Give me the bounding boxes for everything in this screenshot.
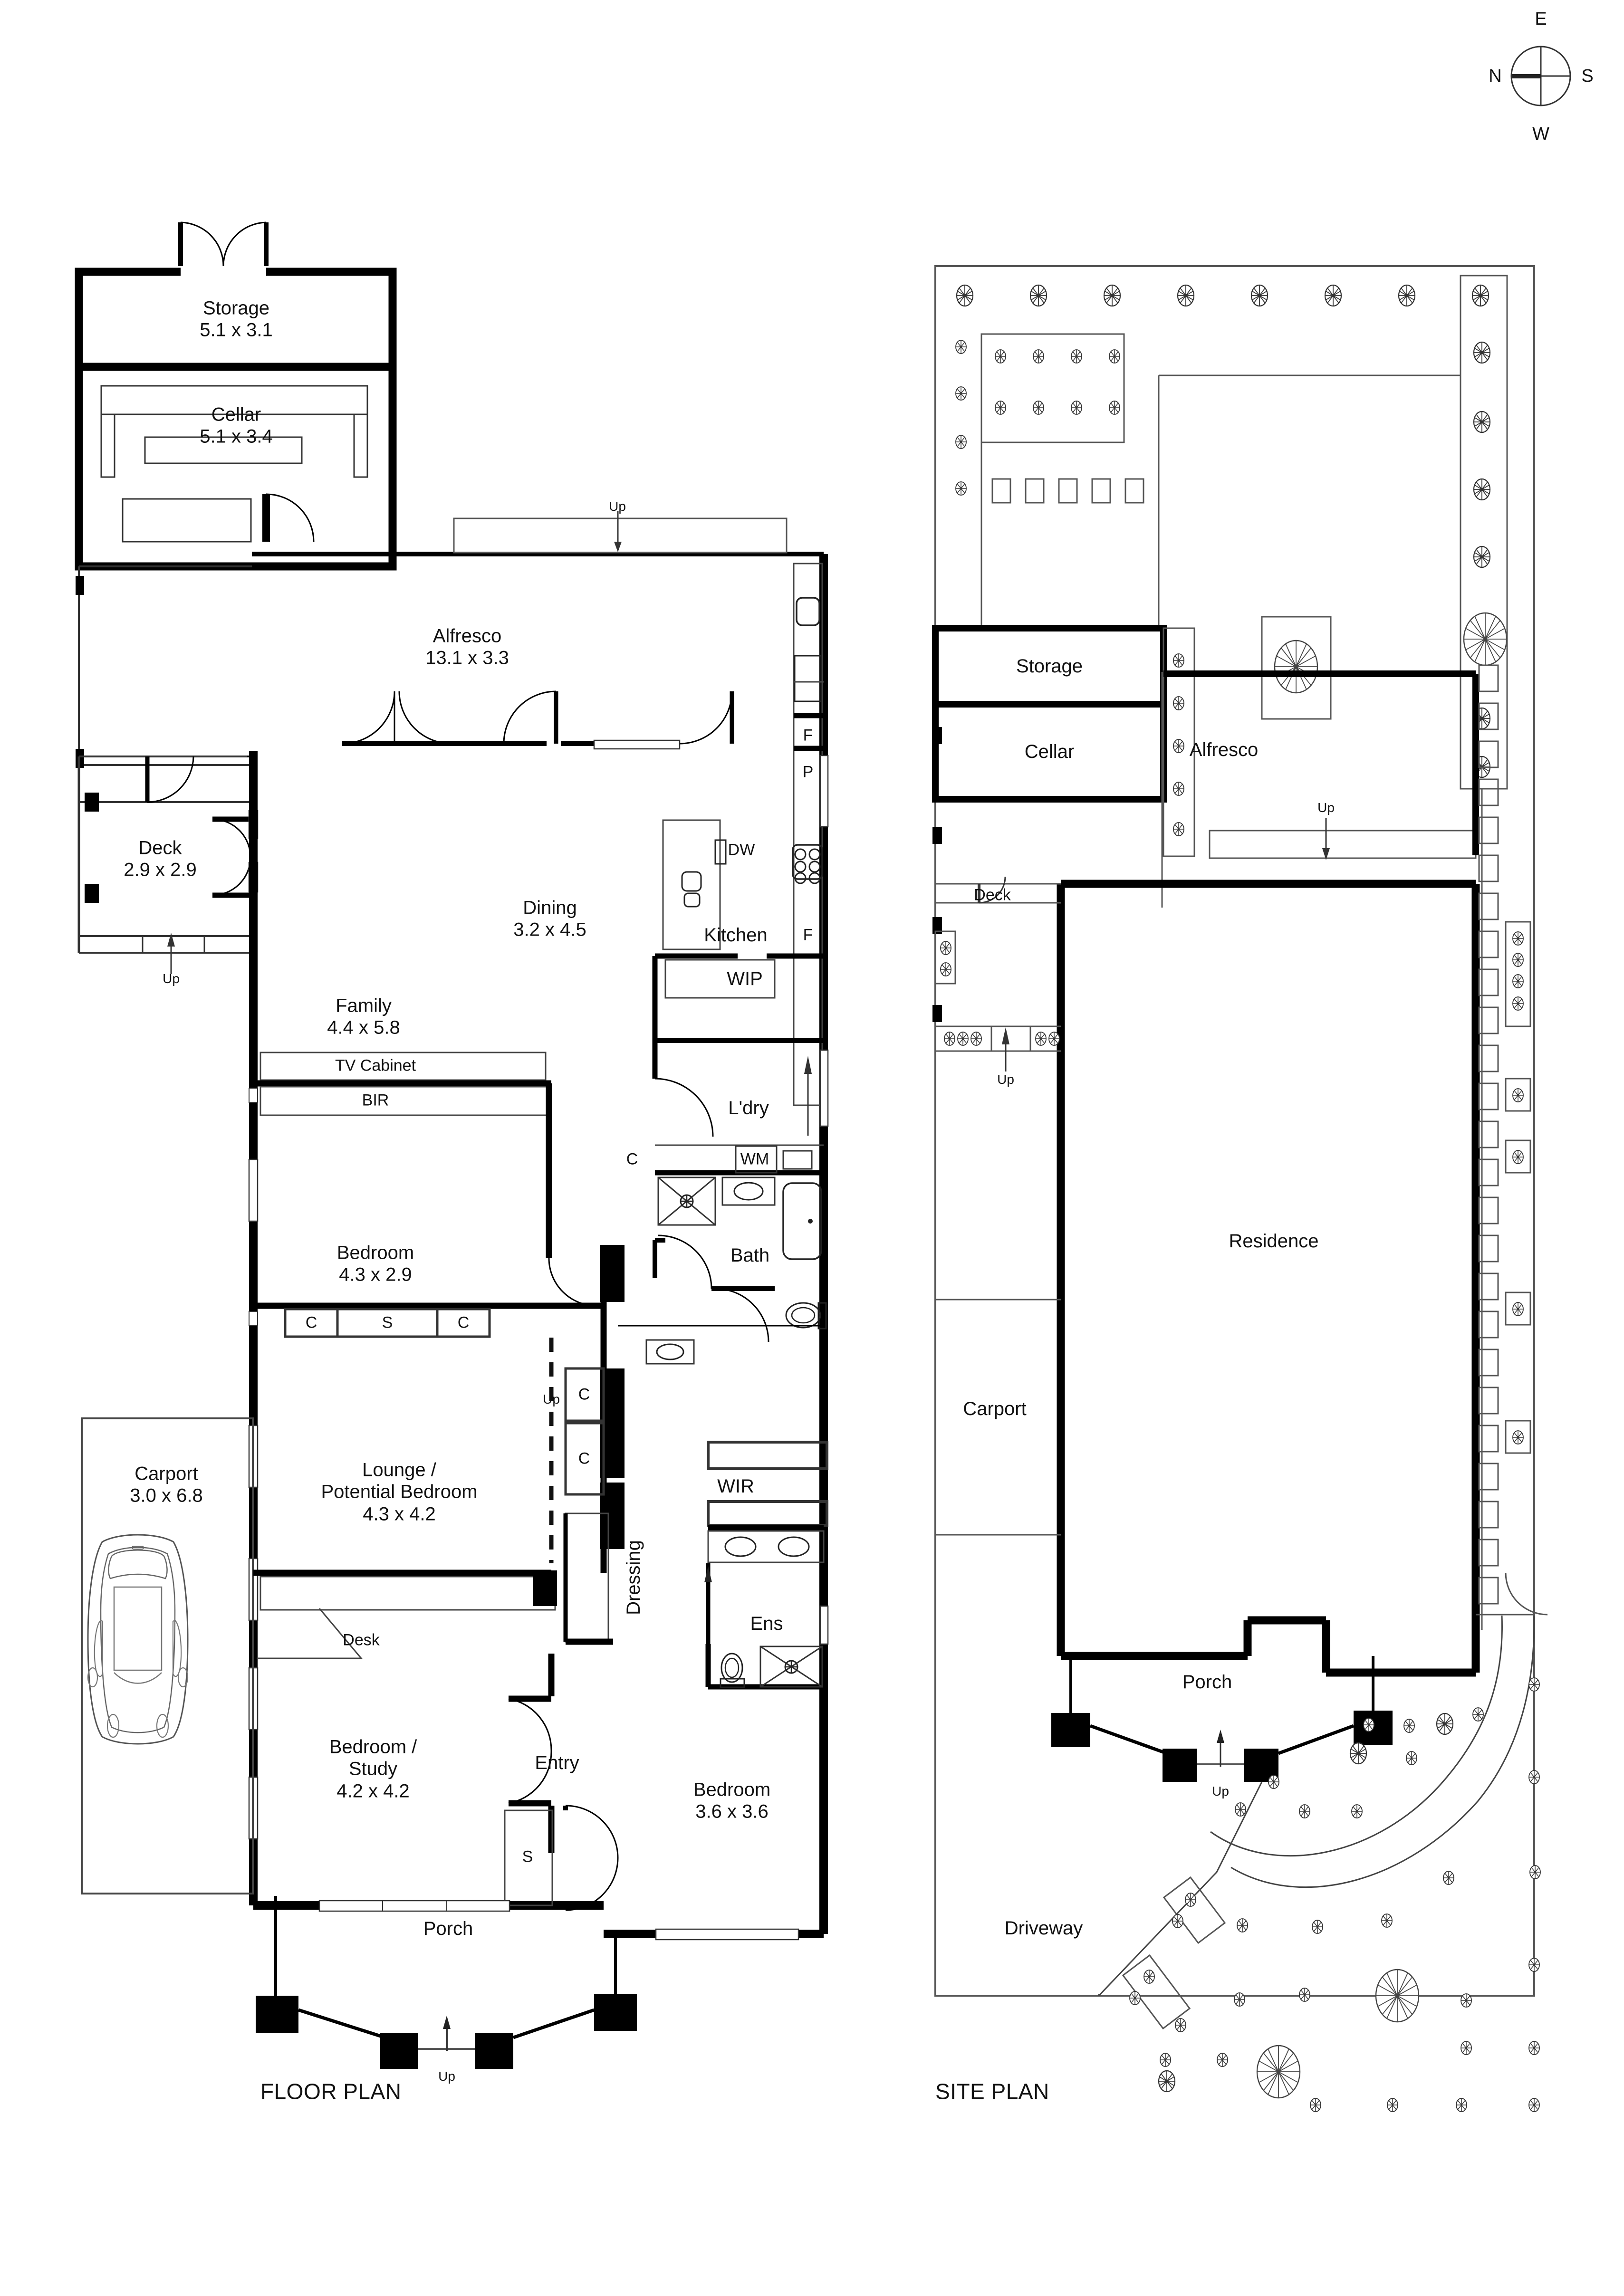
site-residence — [1057, 880, 1480, 1677]
car-icon — [87, 1534, 189, 1745]
storage-room — [75, 221, 397, 371]
site-deck — [932, 876, 1061, 1071]
kitchen-right-bench — [792, 563, 829, 1106]
house-outer-walls — [249, 554, 828, 1938]
central-hall — [563, 1245, 625, 1645]
deck-area — [77, 751, 259, 974]
garden-bed — [980, 333, 1125, 443]
site-carport — [934, 1051, 1061, 1656]
cellar-room — [75, 363, 397, 571]
paving-row — [991, 478, 1144, 504]
side-path — [1163, 627, 1195, 857]
bedroom1-walls — [253, 1052, 606, 1338]
laundry-area — [652, 1038, 829, 1176]
kitchen-island — [662, 819, 727, 950]
dining-sliding-doors — [342, 690, 734, 750]
alfresco-area — [76, 511, 828, 768]
front-garden — [1158, 1677, 1541, 2112]
hedge-left — [955, 340, 967, 496]
feature-tree-box — [1261, 616, 1332, 720]
wip-area — [652, 953, 824, 1041]
compass-rose-graphic — [1510, 46, 1571, 106]
site-fence-right — [1476, 664, 1548, 1630]
driveway-planters — [1122, 1876, 1226, 2030]
driveway-path — [1098, 1615, 1535, 1997]
hedge-top — [956, 284, 1489, 307]
floor-plan-group — [75, 221, 829, 2069]
bedroom2-window — [655, 1928, 799, 1941]
wir-ens-area — [618, 1325, 829, 1690]
site-alfresco — [932, 670, 1479, 908]
bedroom-study-area — [253, 1569, 619, 1912]
bath-area — [645, 1177, 827, 1365]
carport-area — [81, 1417, 254, 1894]
hedge-right — [1460, 275, 1508, 790]
site-up-stairs — [1209, 818, 1477, 860]
floor-porch — [256, 1896, 637, 2069]
site-plan-group — [932, 46, 1571, 2112]
